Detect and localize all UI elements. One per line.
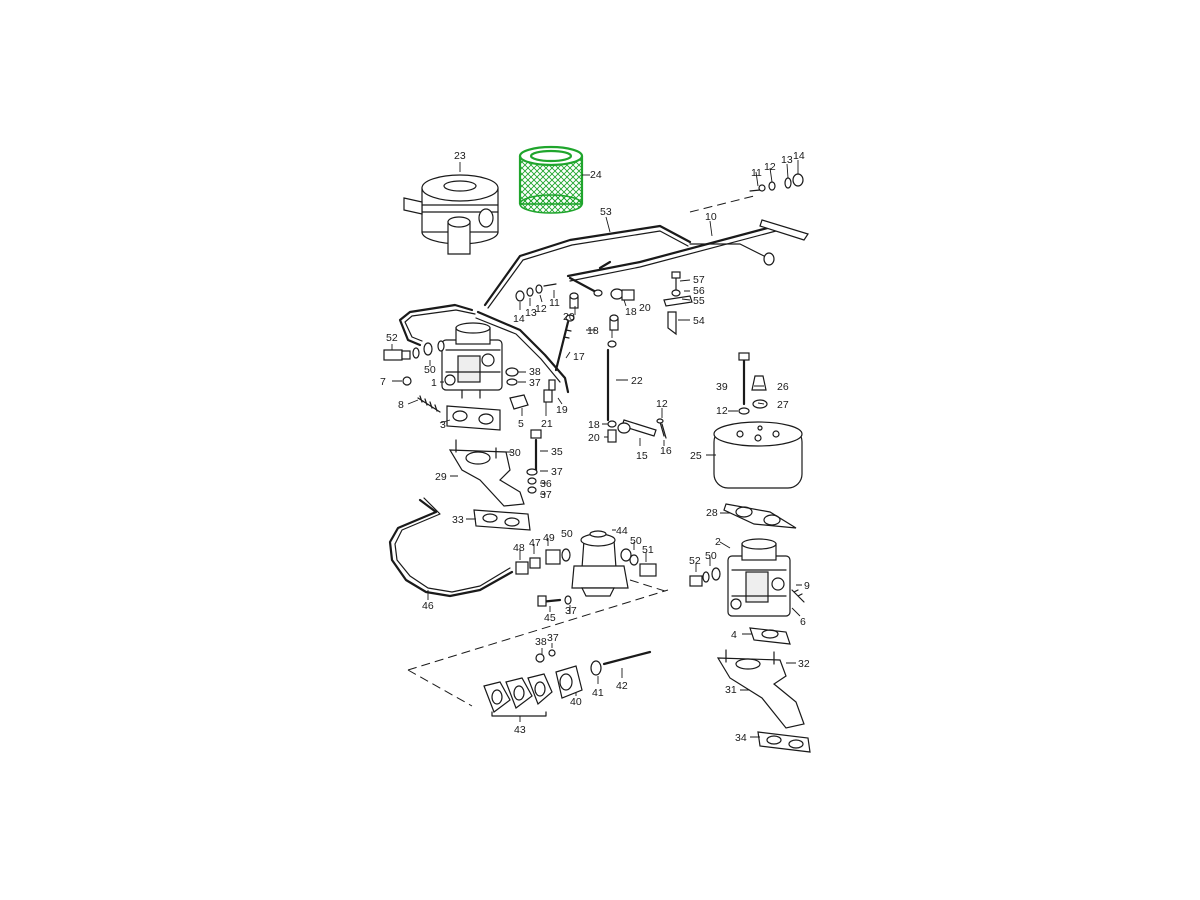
callout-50: 50 [424, 364, 436, 376]
callout-25: 25 [690, 450, 702, 462]
callout-48: 48 [513, 542, 525, 554]
callout-12: 12 [764, 161, 776, 173]
callout-37: 37 [565, 605, 577, 617]
callout-5: 5 [518, 418, 524, 430]
callout-4: 4 [731, 629, 737, 641]
callout-17: 17 [573, 351, 585, 363]
callout-39: 39 [716, 381, 728, 393]
callout-2: 2 [715, 536, 721, 548]
callout-19: 19 [556, 404, 568, 416]
callout-23: 23 [454, 150, 466, 162]
callout-20: 20 [588, 432, 600, 444]
callout-13: 13 [781, 154, 793, 166]
callout-32: 32 [798, 658, 810, 670]
callout-53: 53 [600, 206, 612, 218]
callout-10: 10 [705, 211, 717, 223]
callout-50: 50 [705, 550, 717, 562]
callout-13: 13 [525, 307, 537, 319]
callout-12: 12 [535, 303, 547, 315]
callout-44: 44 [616, 525, 628, 537]
callout-7: 7 [380, 376, 386, 388]
callout-37: 37 [540, 489, 552, 501]
assembly-dashes [407, 195, 755, 707]
callout-1: 1 [431, 377, 437, 389]
fuel-line [388, 497, 514, 598]
callout-38: 38 [529, 366, 541, 378]
intake-manifold-left[interactable] [448, 429, 542, 531]
small-hardware [383, 283, 635, 431]
callout-37: 37 [547, 632, 559, 644]
callout-11: 11 [751, 167, 762, 179]
callout-52: 52 [386, 332, 398, 344]
right-linkage-hardware [663, 173, 804, 336]
callout-42: 42 [616, 680, 628, 692]
callout-24: 24 [590, 169, 602, 181]
callout-37: 37 [529, 377, 541, 389]
air-cleaner-housing[interactable] [403, 174, 499, 255]
callout-50: 50 [630, 535, 642, 547]
callout-29: 29 [435, 471, 447, 483]
callout-46: 46 [422, 600, 434, 612]
vacuum-pipe [398, 303, 570, 394]
leader-lines [391, 160, 802, 738]
callout-49: 49 [543, 532, 555, 544]
pump-mount-parts [483, 649, 652, 717]
callout-55: 55 [693, 295, 705, 307]
connecting-rods [606, 340, 667, 443]
air-filter-element-highlighted[interactable] [518, 145, 584, 214]
callout-41: 41 [592, 687, 604, 699]
callout-51: 51 [642, 544, 654, 556]
callout-56: 56 [693, 285, 705, 297]
callout-18: 18 [625, 306, 637, 318]
callout-21: 21 [541, 418, 553, 430]
callout-26: 26 [777, 381, 789, 393]
callout-33: 33 [452, 514, 464, 526]
callout-labels: 23 24 53 10 11 12 13 14 14 13 12 11 20 1… [380, 150, 810, 744]
callout-52: 52 [689, 555, 701, 567]
callout-18: 18 [587, 325, 599, 337]
callout-45: 45 [544, 612, 556, 624]
callout-22: 22 [631, 375, 643, 387]
callout-43: 43 [514, 724, 526, 736]
callout-20: 20 [639, 302, 651, 314]
callout-31: 31 [725, 684, 737, 696]
callout-16: 16 [660, 445, 672, 457]
callout-30: 30 [509, 447, 521, 459]
gasket-28 [723, 503, 797, 529]
callout-54: 54 [693, 315, 705, 327]
callout-9: 9 [804, 580, 810, 592]
callout-18: 18 [588, 419, 600, 431]
callout-57: 57 [693, 274, 705, 286]
callout-50: 50 [561, 528, 573, 540]
callout-38: 38 [535, 636, 547, 648]
fuel-pump[interactable] [515, 530, 657, 607]
callout-11: 11 [549, 297, 560, 309]
callout-14: 14 [793, 150, 805, 162]
callout-12: 12 [656, 398, 668, 410]
callout-34: 34 [735, 732, 747, 744]
callout-8: 8 [398, 399, 404, 411]
callout-40: 40 [570, 696, 582, 708]
callout-35: 35 [551, 446, 563, 458]
callout-15: 15 [636, 450, 648, 462]
callout-36: 36 [540, 478, 552, 490]
intake-manifold-right[interactable] [716, 649, 811, 753]
callout-6: 6 [800, 616, 806, 628]
callout-12: 12 [716, 405, 728, 417]
callout-28: 28 [706, 507, 718, 519]
callout-3: 3 [440, 419, 446, 431]
callout-47: 47 [529, 537, 541, 549]
callout-14: 14 [513, 313, 525, 325]
right-carburettor[interactable] [689, 538, 805, 645]
callout-20: 20 [563, 311, 575, 323]
callout-27: 27 [777, 399, 789, 411]
callout-37: 37 [551, 466, 563, 478]
linkage-rods [483, 219, 809, 309]
right-air-cleaner[interactable] [713, 352, 803, 489]
left-carburettor[interactable] [441, 322, 503, 399]
